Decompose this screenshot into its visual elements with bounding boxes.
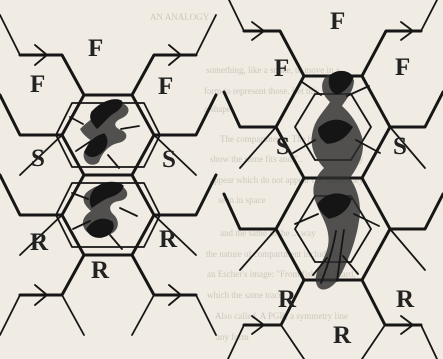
left-lizard-upper [70,100,139,168]
left-label-r-left: R [30,229,49,256]
right-label-s-left: S [276,133,290,160]
right-label-s-right: S [393,133,407,160]
left-label-r-right: R [159,226,178,253]
right-label-f-left: F [274,55,289,82]
left-label-s-right: S [162,146,176,173]
left-lizard-lower [72,182,137,249]
right-label-f-right: F [395,54,410,81]
bg-text-10: the nature of compartment include the [206,249,343,259]
left-label-f-right: F [158,73,173,100]
right-label-r-right: R [396,286,415,313]
left-label-r-bottom: R [91,257,110,284]
bg-text-1: something, like a snake, to move in a [206,65,340,75]
bg-text-0: AN ANALOGY [150,12,210,22]
left-label-s-left: S [31,145,45,172]
bg-text-12: which the same trace. [207,290,285,300]
left-hex-grid: F F F S S R R R [0,15,216,335]
right-label-r-left: R [278,286,297,313]
right-label-r-bottom: R [333,322,352,349]
left-label-f-left: F [30,71,45,98]
bg-text-14: any form [216,332,249,342]
right-label-f-top: F [330,8,345,35]
left-label-f-top: F [88,35,103,62]
